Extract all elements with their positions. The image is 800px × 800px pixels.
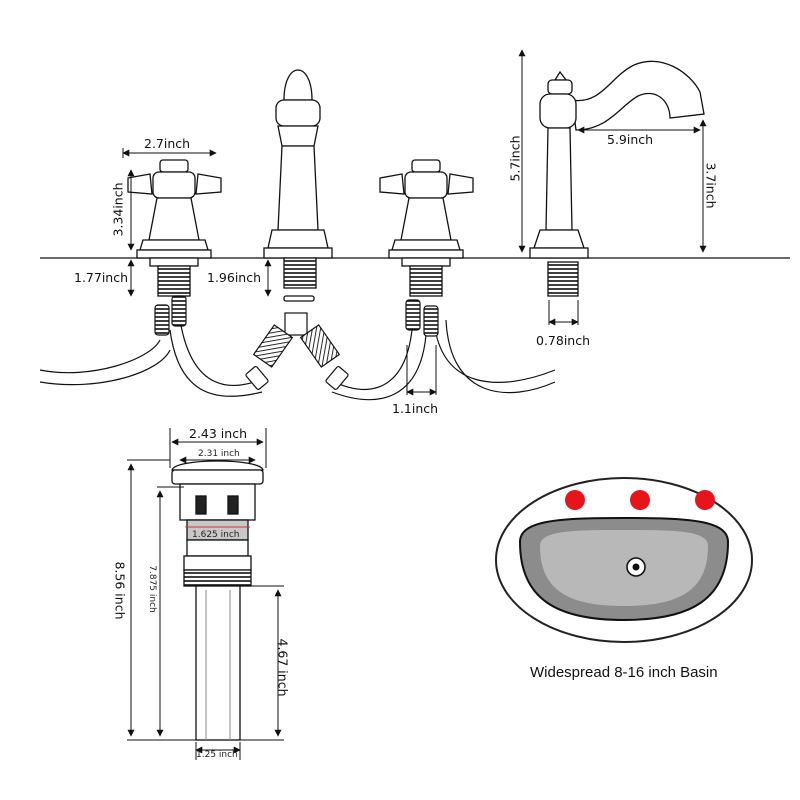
handle-height-label: 3.34inch (110, 182, 126, 237)
handle-shank-label: 1.77inch (74, 270, 129, 285)
basin-faucet-hole-left (565, 490, 585, 510)
drain-dimension-lines (127, 428, 284, 760)
basin-faucet-hole-center (630, 490, 650, 510)
basin-caption: Widespread 8-16 inch Basin (530, 664, 718, 681)
right-handle-valve (379, 159, 474, 297)
faucet-dimension-lines (122, 49, 707, 396)
spout-hose-tee (252, 312, 341, 368)
drain-cap-outer-label: 2.43 inch (189, 426, 247, 441)
left-handle-valve (127, 159, 222, 297)
drain-body-width-label: 1.625 inch (192, 530, 240, 540)
center-spout (263, 69, 333, 302)
drain-tail-height-label: 4.67 inch (275, 638, 291, 697)
spout-reach-label: 5.9inch (607, 132, 654, 147)
spout-shank-width-label: 0.78inch (536, 333, 591, 348)
basin-faucet-hole-right (695, 490, 715, 510)
spout-side-view (529, 60, 705, 297)
drain-total-height-label: 8.56 inch (112, 561, 128, 620)
supply-hoses (39, 295, 556, 401)
drain-cap-inner-label: 2.31 inch (198, 449, 240, 459)
spout-shank-label: 1.96inch (207, 270, 262, 285)
spout-height-label: 5.7inch (507, 135, 523, 182)
drain-body-height-label: 7.875 inch (147, 565, 157, 613)
pop-up-drain (171, 460, 264, 741)
spout-outlet-height-label: 3.7inch (703, 162, 719, 209)
handle-spread-label: 2.7inch (144, 136, 191, 151)
basin-top-view (495, 477, 753, 643)
drain-tail-width-label: 1.25 inch (196, 750, 238, 760)
hose-spacing-label: 1.1inch (392, 401, 439, 416)
